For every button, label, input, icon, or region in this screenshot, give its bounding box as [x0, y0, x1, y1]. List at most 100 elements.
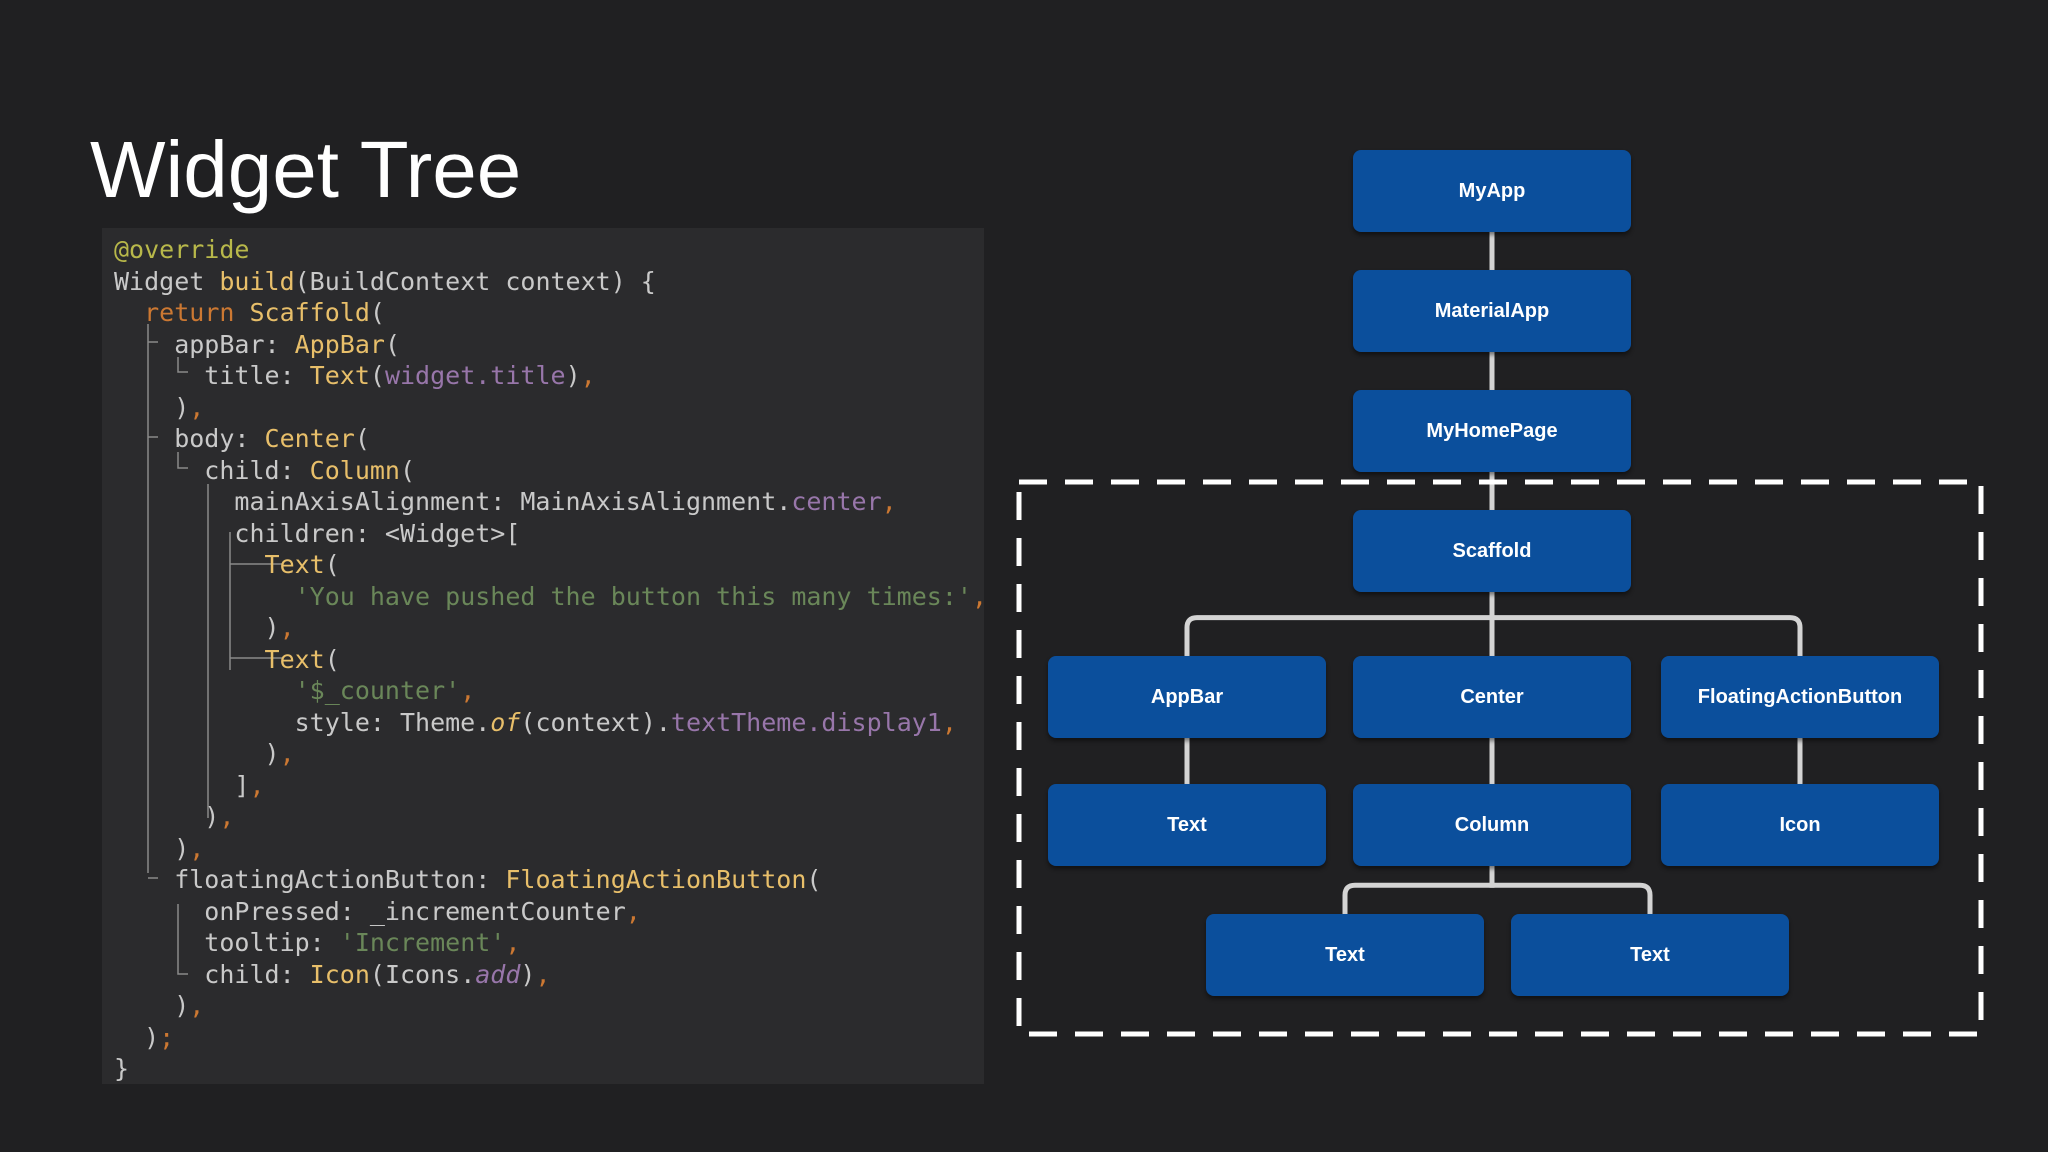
- code-line: appBar: AppBar(: [114, 329, 987, 361]
- code-token: ,: [580, 361, 596, 390]
- code-token: ): [114, 739, 280, 768]
- code-token: ,: [971, 581, 987, 611]
- code-token: ): [114, 991, 190, 1020]
- code-token: ,: [505, 928, 521, 957]
- tree-node-scaffold: Scaffold: [1353, 510, 1631, 592]
- code-token: child:: [114, 455, 310, 485]
- tree-node-center: Center: [1353, 656, 1631, 738]
- code-token: children: <Widget>[: [114, 518, 521, 548]
- code-token: (: [399, 455, 416, 485]
- code-token: ): [114, 613, 280, 642]
- tree-node-icon: Icon: [1661, 784, 1939, 866]
- code-token: ,: [535, 959, 551, 989]
- code-line: ],: [114, 770, 987, 802]
- code-line: child: Icon(Icons.add),: [114, 959, 987, 991]
- code-token: appBar:: [114, 329, 295, 359]
- tree-node-materialapp: MaterialApp: [1353, 270, 1631, 352]
- code-token: ,: [189, 991, 205, 1020]
- code-line: body: Center(: [114, 423, 987, 455]
- code-line: ),: [114, 392, 987, 424]
- code-line: mainAxisAlignment: MainAxisAlignment.cen…: [114, 486, 987, 518]
- code-token: (: [354, 424, 370, 453]
- code-line: return Scaffold(: [114, 297, 987, 329]
- tree-node-fab: FloatingActionButton: [1661, 656, 1939, 738]
- scaffold-subtree-outline: [1016, 479, 1984, 1037]
- code-token: Icon: [309, 959, 370, 989]
- code-token: ,: [279, 739, 295, 768]
- code-token: ): [114, 833, 190, 863]
- code-token: center: [791, 487, 882, 516]
- code-token: (: [324, 644, 340, 674]
- code-token: ,: [625, 896, 641, 926]
- code-token: ,: [249, 770, 265, 800]
- code-line: onPressed: _incrementCounter,: [114, 896, 987, 928]
- code-token: Center: [264, 424, 355, 453]
- code-token: ,: [219, 802, 235, 831]
- code-line: ),: [114, 738, 987, 770]
- code-token: ,: [279, 613, 295, 642]
- code-token: Column: [309, 455, 400, 485]
- code-token: child:: [114, 959, 310, 989]
- code-token: '$_counter': [294, 676, 461, 705]
- code-line: style: Theme.of(context).textTheme.displ…: [114, 707, 987, 739]
- tree-node-column: Column: [1353, 784, 1631, 866]
- code-token: title:: [114, 361, 310, 390]
- code-token: ): [520, 959, 536, 989]
- code-line: '$_counter',: [114, 675, 987, 707]
- code-token: style: Theme.: [114, 707, 491, 737]
- code-token: add: [475, 959, 521, 989]
- code-token: AppBar: [294, 329, 385, 359]
- code-line: }: [114, 1053, 987, 1085]
- code-line: 'You have pushed the button this many ti…: [114, 581, 987, 613]
- code-token: ;: [159, 1022, 175, 1052]
- code-token: ,: [941, 707, 957, 737]
- code-line: ),: [114, 801, 987, 833]
- code-token: ,: [881, 487, 897, 516]
- code-token: (: [806, 865, 822, 894]
- code-line: child: Column(: [114, 455, 987, 487]
- code-token: 'You have pushed the button this many ti…: [294, 581, 972, 611]
- code-token: return: [144, 298, 250, 327]
- code-token: ): [565, 361, 581, 390]
- code-token: ): [114, 392, 190, 422]
- code-token: floatingActionButton:: [114, 865, 506, 894]
- code-token: ): [114, 802, 220, 831]
- code-line: );: [114, 1022, 987, 1054]
- code-token: (Icons.: [369, 959, 476, 989]
- code-line: ),: [114, 990, 987, 1022]
- code-token: 'Increment': [339, 928, 506, 957]
- tree-node-column-text-2: Text: [1511, 914, 1789, 996]
- code-token: of: [490, 707, 521, 737]
- code-line: children: <Widget>[: [114, 518, 987, 550]
- code-line: Widget build(BuildContext context) {: [114, 266, 987, 298]
- tree-edge: [1184, 592, 1495, 656]
- code-token: Widget: [114, 266, 220, 296]
- tree-node-myhomepage: MyHomePage: [1353, 390, 1631, 472]
- code-token: Text: [264, 644, 325, 674]
- code-line: tooltip: 'Increment',: [114, 927, 987, 959]
- code-token: ,: [460, 676, 476, 705]
- code-line: @override: [114, 234, 987, 266]
- code-token: body:: [114, 424, 265, 453]
- code-line: Text(: [114, 644, 987, 676]
- code-token: Scaffold: [249, 298, 370, 327]
- code-token: (BuildContext context) {: [294, 266, 656, 296]
- code-token: (: [324, 550, 340, 579]
- code-token: tooltip:: [114, 928, 340, 957]
- code-token: (: [384, 329, 400, 359]
- tree-edge: [1489, 592, 1803, 656]
- slide-title: Widget Tree: [90, 125, 522, 214]
- code-line: floatingActionButton: FloatingActionButt…: [114, 864, 987, 896]
- tree-node-appbar-text: Text: [1048, 784, 1326, 866]
- code-token: (: [369, 298, 385, 327]
- code-token: FloatingActionButton: [505, 865, 807, 894]
- tree-edge: [1342, 866, 1495, 914]
- code-token: (context).: [520, 707, 671, 737]
- tree-edge: [1489, 866, 1653, 914]
- code-line: Text(: [114, 549, 987, 581]
- tree-node-appbar: AppBar: [1048, 656, 1326, 738]
- tree-edges: [1184, 232, 1803, 914]
- code-line: title: Text(widget.title),: [114, 360, 987, 392]
